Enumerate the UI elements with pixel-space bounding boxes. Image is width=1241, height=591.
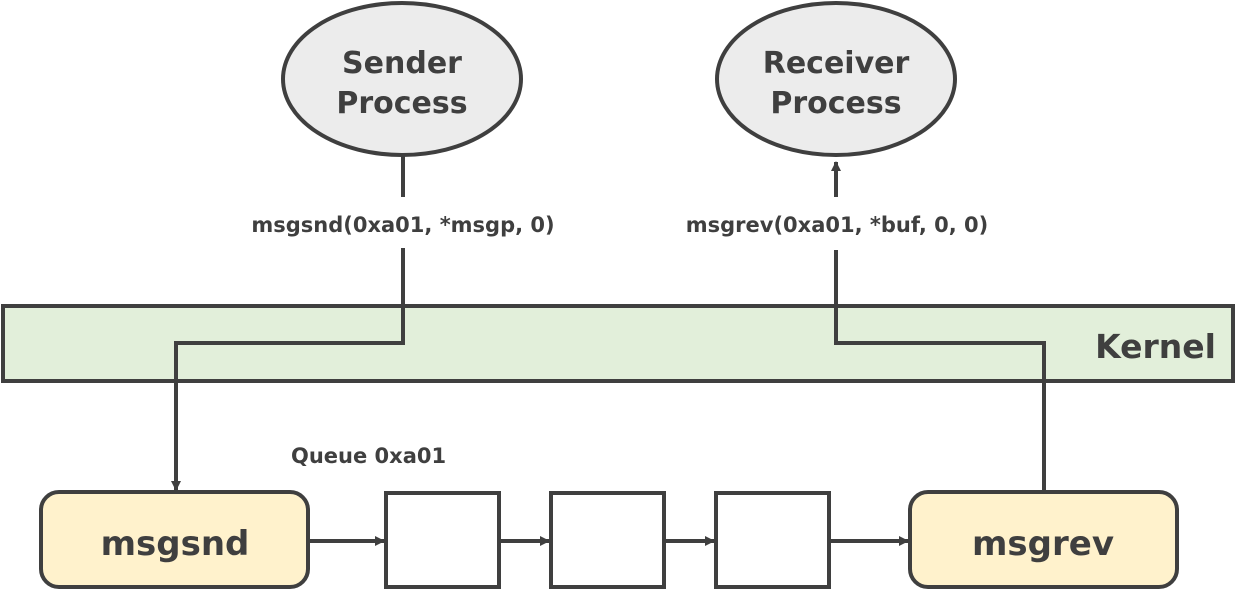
- queue-slot: [384, 491, 501, 589]
- kernel-label: Kernel: [1095, 327, 1216, 366]
- msgsnd-box: [39, 490, 310, 589]
- receiver-label-line1: Receiver: [763, 46, 910, 81]
- receiver-process-node: [715, 1, 957, 157]
- queue-label: Queue 0xa01: [291, 444, 446, 468]
- sender-process-node: [281, 1, 523, 157]
- send-path-arrow: [171, 248, 405, 491]
- queue-slot: [714, 491, 831, 589]
- msgrev-box-label: msgrev: [972, 524, 1114, 564]
- sender-label-line1: Sender: [342, 46, 462, 81]
- send-call-label: msgsnd(0xa01, *msgp, 0): [251, 213, 554, 237]
- msgsnd-box-label: msgsnd: [101, 524, 250, 564]
- receiver-label-line2: Process: [770, 86, 901, 121]
- msgrev-box: [908, 490, 1179, 589]
- receive-path-arrow: [834, 250, 1046, 492]
- sender-label-line2: Process: [336, 86, 467, 121]
- recv-call-label: msgrev(0xa01, *buf, 0, 0): [686, 213, 989, 237]
- queue-slot: [549, 491, 666, 589]
